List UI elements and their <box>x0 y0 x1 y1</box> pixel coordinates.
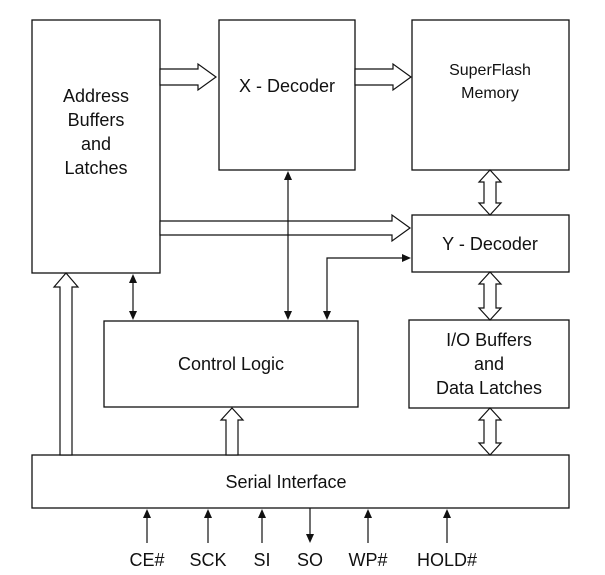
bus-arrow-address-to-ydecoder <box>159 213 412 243</box>
pin-arrow-wp <box>364 509 372 518</box>
pin-arrow-sck <box>204 509 212 518</box>
line-control-ydecoder <box>326 257 404 314</box>
pin-label-so: SO <box>297 550 323 570</box>
superflash-label-line1: SuperFlash <box>449 62 531 79</box>
x-decoder-label: X - Decoder <box>239 76 335 96</box>
pin-arrow-si <box>258 509 266 518</box>
address-label-line3: and <box>81 134 111 154</box>
address-label-line1: Address <box>63 86 129 106</box>
x-decoder-block: X - Decoder <box>218 19 356 171</box>
io-buffers-block: I/O Buffers and Data Latches <box>408 319 570 409</box>
bus-arrow-xdecoder-to-memory <box>354 62 413 92</box>
bus-arrow-address-to-xdecoder <box>159 62 218 92</box>
pin-label-hold: HOLD# <box>417 550 477 570</box>
pin-arrow-hold <box>443 509 451 518</box>
control-logic-label: Control Logic <box>178 354 284 374</box>
arrowhead-xdecoder-up <box>284 171 292 180</box>
io-label-line1: I/O Buffers <box>446 330 532 350</box>
arrowhead-to-ydecoder <box>402 254 411 262</box>
arrowhead-control-from-y <box>323 311 331 320</box>
bus-arrow-serial-to-address <box>52 272 80 456</box>
pin-arrow-ce <box>143 509 151 518</box>
bus-arrow-serial-to-control <box>219 407 245 456</box>
pin-label-wp: WP# <box>348 550 387 570</box>
serial-interface-label: Serial Interface <box>225 472 346 492</box>
arrowhead-control-down <box>284 311 292 320</box>
bus-arrow-io-serial <box>477 407 503 456</box>
superflash-label-line2: Memory <box>461 85 519 102</box>
bus-arrow-ydecoder-io <box>477 271 503 321</box>
pin-label-sck: SCK <box>189 550 226 570</box>
pin-arrow-so <box>306 534 314 543</box>
serial-interface-block: Serial Interface <box>31 454 570 509</box>
control-logic-block: Control Logic <box>103 320 359 408</box>
address-label-line4: Latches <box>64 158 127 178</box>
bus-arrow-memory-ydecoder <box>477 169 503 216</box>
y-decoder-label: Y - Decoder <box>442 234 538 254</box>
superflash-memory-block: SuperFlash Memory <box>411 19 570 171</box>
pin-label-si: SI <box>253 550 270 570</box>
arrowhead-control-up <box>129 311 137 320</box>
address-label-line2: Buffers <box>68 110 125 130</box>
arrowhead-address-up <box>129 274 137 283</box>
y-decoder-block: Y - Decoder <box>411 214 570 273</box>
pin-label-ce: CE# <box>129 550 164 570</box>
io-label-line3: Data Latches <box>436 378 542 398</box>
io-label-line2: and <box>474 354 504 374</box>
address-buffers-block: Address Buffers and Latches <box>31 19 161 274</box>
